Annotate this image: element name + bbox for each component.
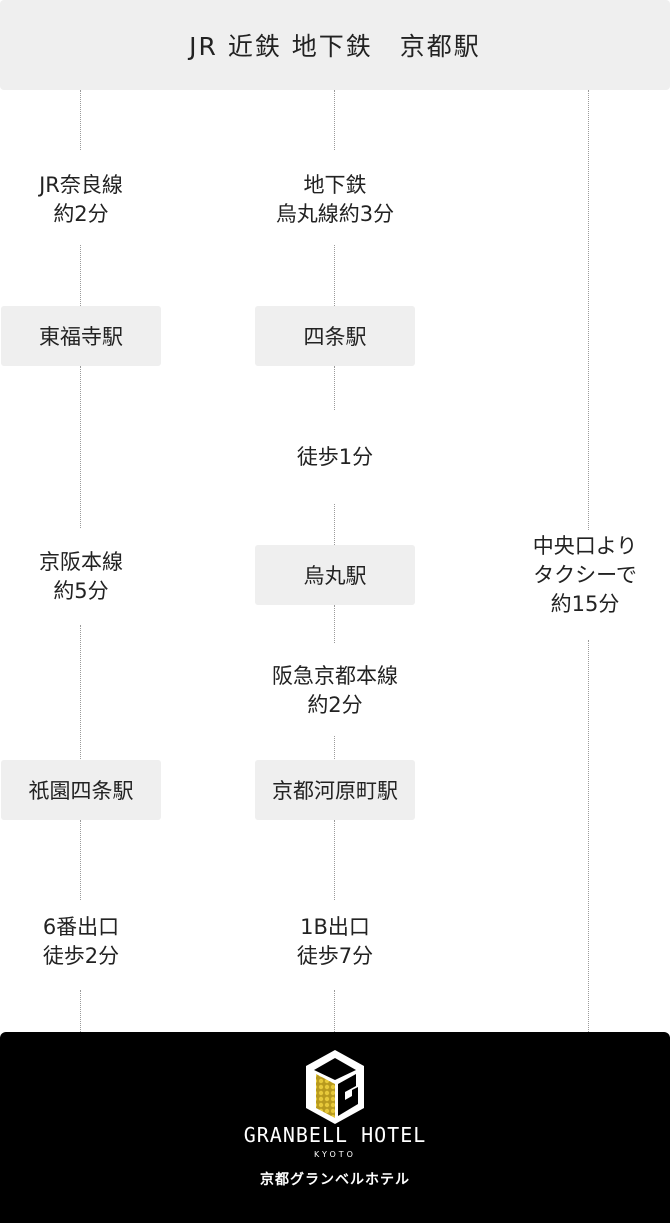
route-line [588,640,589,1032]
route-line [80,245,81,306]
station-tofukuji: 東福寺駅 [1,306,161,366]
origin-station-title: JR 近鉄 地下鉄 京都駅 [189,32,481,61]
route-line [80,90,81,150]
route-line [334,736,335,761]
route-line [80,366,81,528]
route-line [334,245,335,306]
route-line [588,90,589,530]
route-segment-label: 京阪本線 約5分 [39,550,123,603]
route-line [334,605,335,643]
route-segment-label: 中央口より タクシーで 約15分 [532,534,638,616]
hotel-city: KYOTO [314,1150,356,1159]
route-line [334,366,335,410]
route-line [80,625,81,761]
route-line [334,990,335,1032]
hotel-name-japanese: 京都グランベルホテル [260,1172,410,1188]
route-segment-label: 6番出口 徒歩2分 [42,915,120,968]
route-line [80,820,81,900]
route-segment-label: 地下鉄 烏丸線約3分 [275,173,395,226]
route-segment-label: 1B出口 徒歩7分 [296,915,374,968]
route-line [334,820,335,900]
route-line [334,90,335,150]
route-segment-label: JR奈良線 約2分 [39,173,123,226]
station-gion-shijo: 祇園四条駅 [1,760,161,820]
origin-station-header: JR 近鉄 地下鉄 京都駅 [0,0,670,90]
granbell-g-logo-icon [306,1050,364,1124]
station-karasuma: 烏丸駅 [255,545,415,605]
station-kyoto-kawaramachi: 京都河原町駅 [255,760,415,820]
route-line [334,504,335,545]
route-line [80,990,81,1032]
route-segment-label: 阪急京都本線 約2分 [272,664,398,717]
route-segment-label: 徒歩1分 [296,445,374,469]
hotel-brand-name: GRANBELL HOTEL [243,1123,427,1147]
station-shijo: 四条駅 [255,306,415,366]
